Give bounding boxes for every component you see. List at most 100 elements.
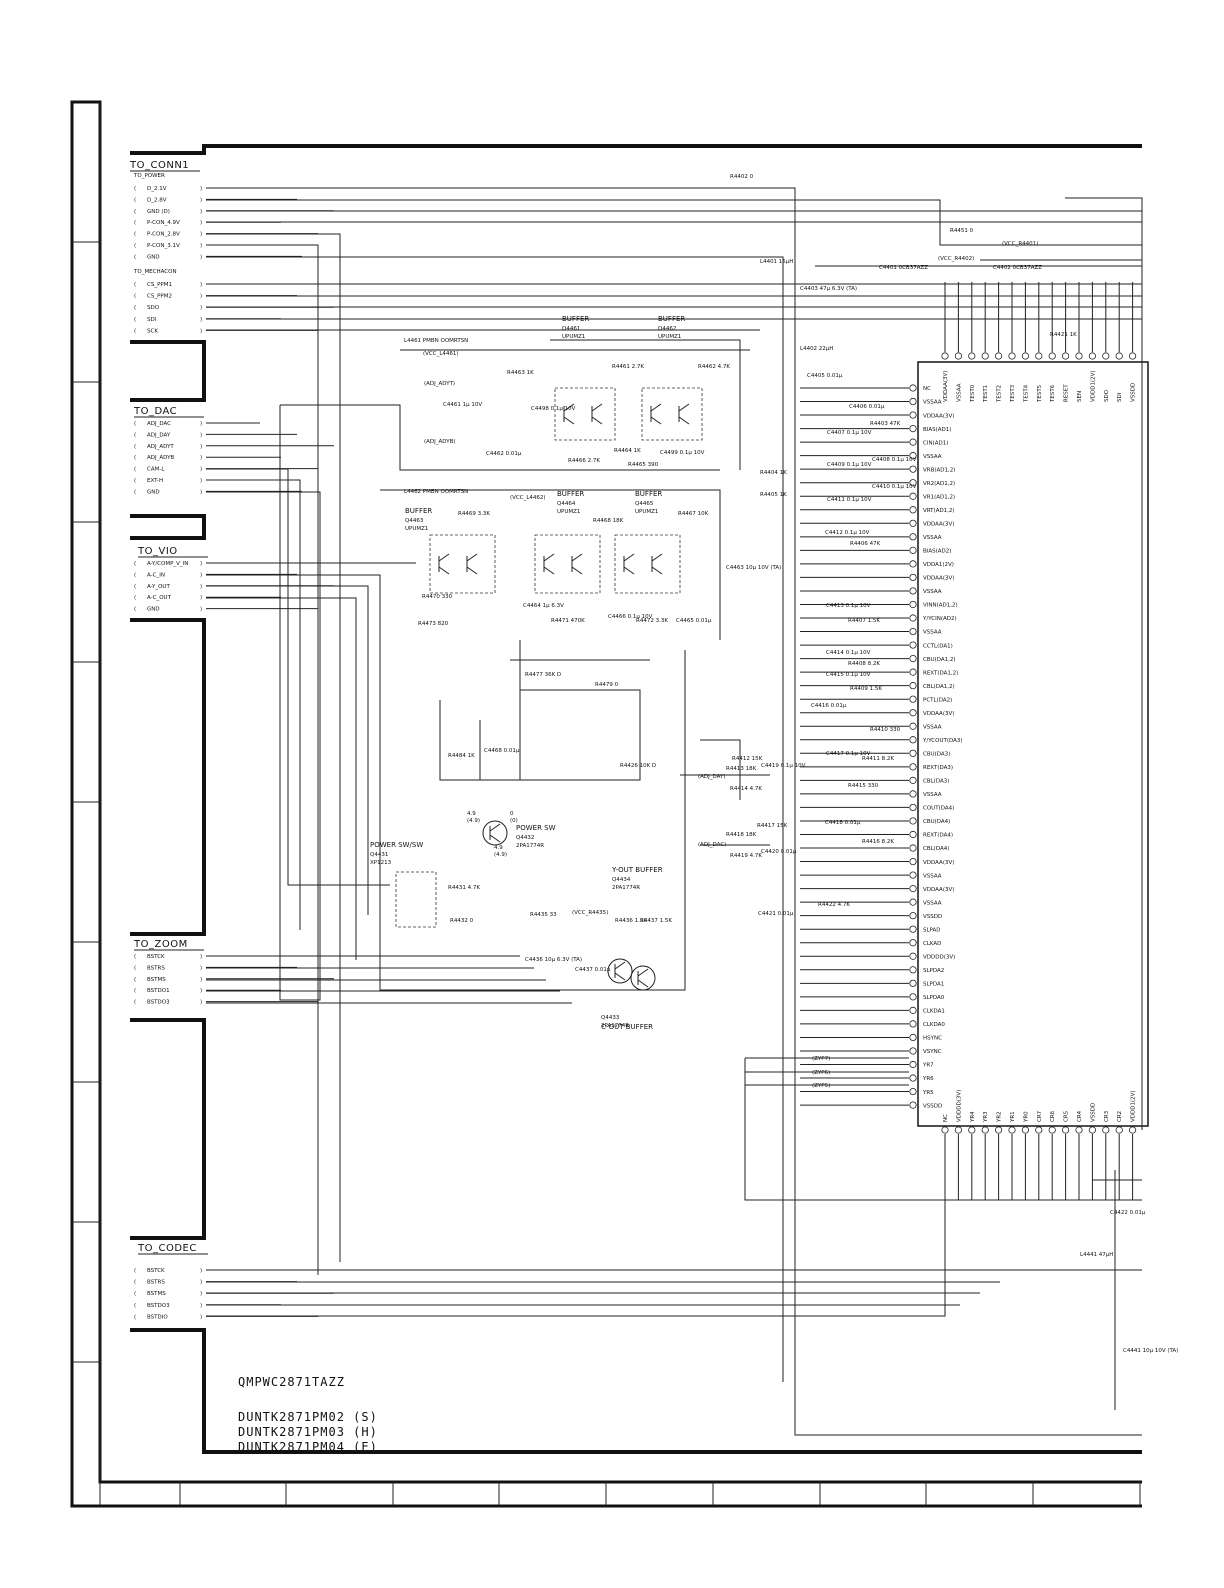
connector-pin-mark: ( <box>134 467 136 473</box>
transistor-ref: Q4433 <box>601 1015 620 1021</box>
capacitor-label: C4415 0.1µ 10V <box>826 672 871 678</box>
ic-pin-marker <box>909 560 917 568</box>
ic-pin-marker <box>909 519 917 527</box>
ic-left-pin-label: VSSDD <box>923 1103 942 1109</box>
capacitor-label: C4411 0.1µ 10V <box>827 497 872 503</box>
connector-pin-mark: ( <box>134 243 136 249</box>
ic-left-pin-label: VDDA1(2V) <box>923 562 954 568</box>
capacitor-label: C4419 0.1µ 10V <box>761 763 806 769</box>
resistor-label: R4417 15K <box>757 823 788 829</box>
connector-pin-mark: ( <box>134 1291 136 1297</box>
ic-left-pin-label: NC <box>923 386 931 392</box>
ic-left-pin-label: VDDAA(3V) <box>923 522 954 528</box>
net-label: (VCC_L4462) <box>510 495 546 501</box>
ic-left-pin-label: CLKAD <box>923 941 941 947</box>
resistor-label: R4421 1K <box>1050 332 1077 338</box>
transistor-part: UPUMZ1 <box>635 509 658 515</box>
ic-left-pin-label: CBU(DA4) <box>923 819 950 825</box>
capacitor-label: C4402 0CB37AZZ <box>993 265 1042 271</box>
capacitor-label: C4407 0.1µ 10V <box>827 430 872 436</box>
ic-top-pin-label: TEST2 <box>997 385 1003 403</box>
ic-pin-marker <box>909 722 917 730</box>
ic-pin-marker <box>909 533 917 541</box>
capacitor-label: C4465 0.01µ <box>676 618 712 624</box>
connector-pin-mark: ( <box>134 1314 136 1320</box>
ic-pin-marker <box>1008 1126 1016 1134</box>
transistor-emitter <box>438 566 450 575</box>
transistor-ref: Q4432 <box>516 835 534 841</box>
ic-pin-marker <box>1102 352 1110 360</box>
capacitor-label: C4408 0.1µ 10V <box>872 457 917 463</box>
ic-pin-marker <box>941 352 949 360</box>
ic-left-pin-label: SLPAD <box>923 927 941 933</box>
resistor-label: R4407 1.5K <box>848 618 880 624</box>
connector-pin-label: P-CON_3.1V <box>147 243 180 249</box>
section-label: POWER SW/SW <box>370 841 423 849</box>
wire <box>744 1058 1142 1201</box>
ic-top-pin-label: TEST0 <box>970 384 976 403</box>
ic-pin-marker <box>909 479 917 487</box>
ic-pin-marker <box>909 654 917 663</box>
net-label: (ADJ_DAY) <box>698 774 726 780</box>
connector-pin-mark: ) <box>200 607 202 613</box>
connector-pin-mark: ( <box>134 965 136 971</box>
ic-left-pin-label: SLPDA2 <box>923 968 944 974</box>
transistor-part: 2PA1774R <box>516 843 544 849</box>
ic-bottom-pin-label: YR1 <box>1010 1111 1016 1123</box>
transistor-emitter <box>466 566 478 575</box>
resistor-label: R4416 8.2K <box>862 839 894 845</box>
ic-left-pin-label: YR7 <box>922 1063 934 1069</box>
transistor-ref: Q4463 <box>405 518 424 524</box>
connector-pin-mark: ( <box>134 254 136 260</box>
zone-dividers-left <box>72 241 100 1363</box>
ic-pin-marker <box>909 830 917 839</box>
connector-pin-mark: ) <box>200 232 202 238</box>
capacitor-label: C4464 1µ 6.3V <box>523 603 564 609</box>
wire <box>206 468 390 886</box>
ic-left-pin-label: CBL(DA1,2) <box>923 684 955 690</box>
wire <box>206 1200 946 1317</box>
resistor-label: R4412 15K <box>732 756 763 762</box>
ic-top-pin-label: TEST5 <box>1037 384 1043 403</box>
connector-pin-mark: ) <box>200 572 202 578</box>
transistor-ref: Q4465 <box>635 501 654 507</box>
connector-pin-label: BSTRS <box>147 1280 165 1286</box>
ic-left-pin-label: VSSAA <box>923 900 942 906</box>
connector-pin-mark: ) <box>200 1291 202 1297</box>
net-label: (VCC_L4461) <box>423 351 459 357</box>
connector-title: TO_CONN1 <box>129 160 189 171</box>
capacitor-label: C4405 0.01µ <box>807 373 843 379</box>
ic-bottom-pin-label: CR4 <box>1077 1110 1083 1122</box>
ic-pin-marker <box>1035 352 1043 360</box>
connector-pin-mark: ) <box>200 467 202 473</box>
transistor-ref: Q4461 <box>562 326 580 332</box>
variant-part-number: DUNTK2871PM04 (E) <box>238 1440 378 1454</box>
ic-pin-marker <box>1021 352 1030 360</box>
ic-pin-marker <box>1102 1126 1110 1134</box>
resistor-label: R4479 0 <box>595 682 619 688</box>
ic-left-pin-label: CCTL(DA1) <box>923 643 953 649</box>
ic-pin-marker <box>909 817 917 825</box>
connector-title: TO_VIO <box>137 546 178 557</box>
inductor-label: L4402 22µH <box>800 346 833 352</box>
ic-left-pin-label: VDDAA(3V) <box>923 860 954 866</box>
resistor-label: R4464 1K <box>614 448 641 454</box>
ic-pin-marker <box>909 1101 917 1109</box>
resistor-label: R4406 47K <box>850 541 881 547</box>
ic-pin-marker <box>909 411 917 419</box>
ic-left-pin-label: VSSAA <box>923 630 942 636</box>
connector-pin-label: ADJ_DAC <box>147 421 171 427</box>
switch-box <box>395 871 437 928</box>
ic-left-pin-label: BIAS(AD1) <box>923 427 951 433</box>
ic-pin-marker <box>909 1047 917 1055</box>
inductor-label: L4401 15µH <box>760 259 793 265</box>
transistor-collector <box>563 403 575 412</box>
inductor-label: L4461 PMBN OOMRTSN <box>404 338 468 344</box>
ic-pin-marker <box>1088 1126 1097 1134</box>
ic-bottom-pin-label: CR2 <box>1117 1111 1123 1122</box>
connector-pin-mark: ( <box>134 220 136 226</box>
ic-pin-marker <box>909 1006 917 1014</box>
variant-part-number: DUNTK2871PM02 (S) <box>238 1410 378 1424</box>
ic-top-pin-label: TEST6 <box>1050 384 1056 403</box>
wire <box>206 256 784 1382</box>
